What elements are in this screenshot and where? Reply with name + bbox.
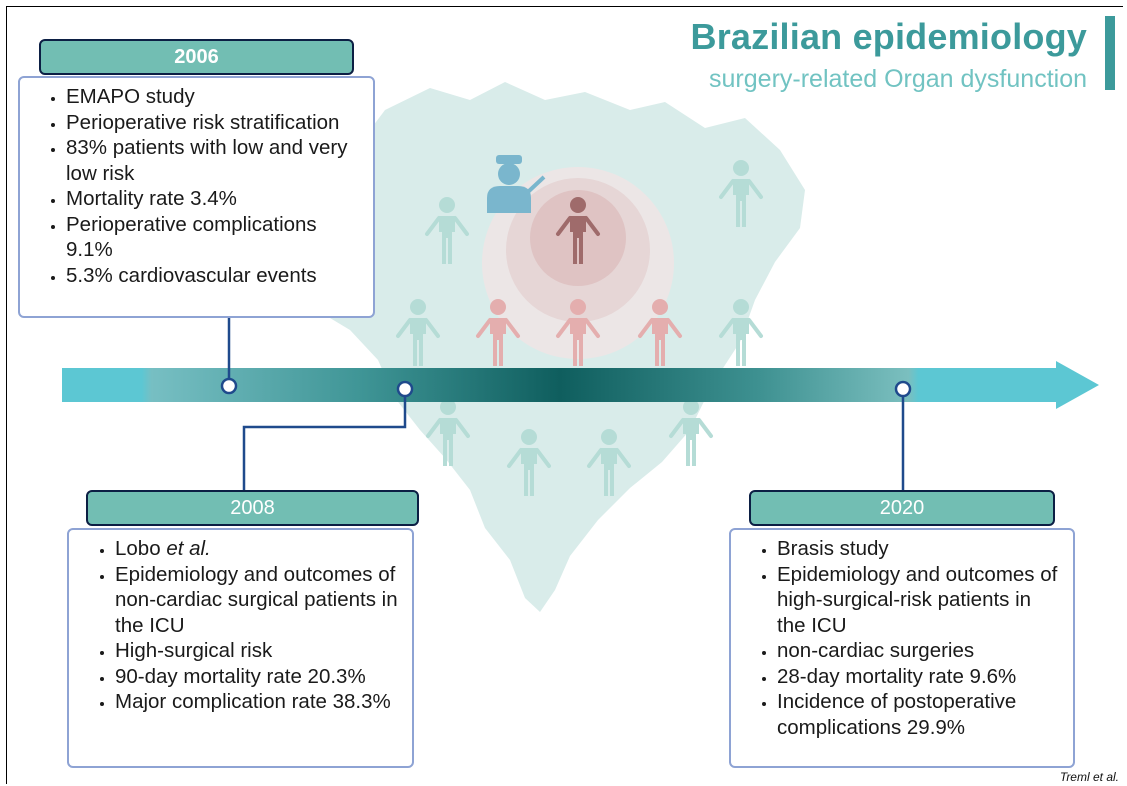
list-item: non-cardiac surgeries [777, 638, 1063, 664]
person-icon [425, 197, 469, 264]
connectors [227, 318, 905, 490]
timeline-markers [220, 377, 912, 398]
person-icon [719, 299, 763, 366]
marker-2006 [220, 377, 238, 395]
list-2020: Brasis study Epidemiology and outcomes o… [745, 536, 1063, 740]
person-icon [426, 399, 470, 466]
year-badge-2020: 2020 [749, 490, 1055, 526]
title-main: Brazilian epidemiology [690, 16, 1087, 57]
card-2008: Lobo et al. Epidemiology and outcomes of… [67, 528, 414, 768]
list-item: 5.3% cardiovascular events [66, 263, 363, 289]
author-name: Lobo [115, 537, 167, 560]
person-icon [669, 399, 713, 466]
person-icon [587, 429, 631, 496]
year-badge-2008: 2008 [86, 490, 419, 526]
list-item: Lobo et al. [115, 536, 402, 562]
person-icon [556, 197, 600, 264]
person-icon [556, 299, 600, 366]
list-item: Epidemiology and outcomes of non-cardiac… [115, 562, 402, 639]
connector-2008 [242, 396, 407, 490]
year-badge-2006: 2006 [39, 39, 354, 75]
card-2020: Brasis study Epidemiology and outcomes o… [729, 528, 1075, 768]
list-item: High-surgical risk [115, 638, 402, 664]
person-icon [719, 160, 763, 227]
title-sub: surgery-related Organ dysfunction [709, 65, 1087, 93]
title-accent-bar [1105, 16, 1115, 90]
author-etal: et al. [166, 537, 211, 560]
person-icon [507, 429, 551, 496]
marker-2020 [894, 380, 912, 398]
list-item: EMAPO study [66, 84, 363, 110]
list-item: Mortality rate 3.4% [66, 186, 363, 212]
list-2008: Lobo et al. Epidemiology and outcomes of… [83, 536, 402, 715]
figure-title: Brazilian epidemiology surgery-related O… [691, 14, 1087, 96]
list-item: Epidemiology and outcomes of high-surgic… [777, 562, 1063, 639]
list-item: 90-day mortality rate 20.3% [115, 664, 402, 690]
timeline-arrow [62, 361, 1099, 409]
list-item: 83% patients with low and very low risk [66, 135, 363, 186]
list-item: Perioperative complications 9.1% [66, 212, 363, 263]
surgeon-icon [487, 155, 546, 213]
list-2006: EMAPO study Perioperative risk stratific… [34, 84, 363, 288]
figure-frame [6, 6, 1123, 784]
credit-text: Treml et al. [1059, 770, 1119, 784]
person-icon [476, 299, 520, 366]
person-icon [638, 299, 682, 366]
person-icon [396, 299, 440, 366]
list-item: Brasis study [777, 536, 1063, 562]
people-group [396, 160, 763, 496]
list-item: 28-day mortality rate 9.6% [777, 664, 1063, 690]
list-item: Incidence of postoperative complications… [777, 689, 1063, 740]
list-item: Major complication rate 38.3% [115, 689, 402, 715]
card-2006: EMAPO study Perioperative risk stratific… [18, 76, 375, 318]
list-item: Perioperative risk stratification [66, 110, 363, 136]
marker-2008 [396, 380, 414, 398]
